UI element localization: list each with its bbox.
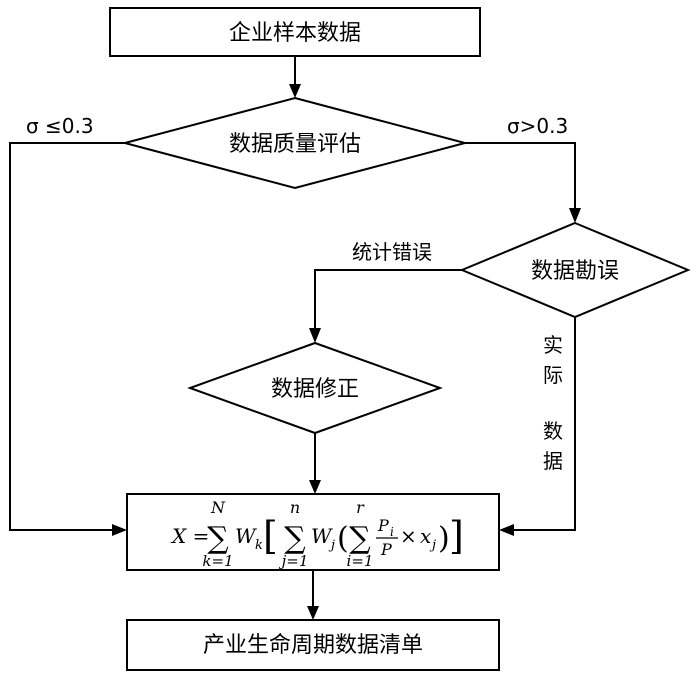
frac-num: P: [377, 516, 389, 535]
w-j-sub: j: [328, 538, 335, 553]
start-node-label: 企业样本数据: [229, 21, 361, 46]
end-node-label: 产业生命周期数据清单: [203, 633, 423, 658]
frac-num-sub: i: [390, 525, 394, 539]
formula-lhs: X =: [170, 524, 209, 548]
arrowhead: [569, 208, 581, 223]
sum1-symbol: ∑: [207, 521, 229, 556]
right-paren: ): [438, 521, 450, 556]
sum3-bottom: i=1: [347, 552, 374, 570]
start-node: [109, 7, 481, 57]
survey-node-label: 数据勘误: [531, 259, 619, 284]
assess-node-label: 数据质量评估: [229, 132, 361, 157]
left-bracket: [: [263, 514, 278, 558]
w-k: W: [235, 524, 257, 548]
sum1-top: N: [210, 498, 226, 517]
stat-error-label: 统计错误: [352, 240, 432, 264]
x-j: x: [420, 524, 431, 548]
edge-stat-error: [314, 269, 462, 330]
end-node: [126, 619, 500, 671]
actual-data-label-1: 实际: [543, 333, 563, 387]
right-bracket: ]: [449, 514, 464, 558]
times-sign: ×: [400, 524, 417, 548]
fix-node-label: 数据修正: [271, 377, 359, 402]
w-k-sub: k: [255, 538, 263, 553]
sum3-top: r: [356, 498, 365, 517]
low-sigma-label: σ ≤0.3: [26, 114, 94, 138]
high-sigma-label: σ>0.3: [507, 114, 568, 138]
arrowhead: [309, 480, 321, 494]
edge-low-sigma: [9, 142, 125, 531]
arrowhead: [309, 328, 321, 343]
sum2-top: n: [290, 498, 300, 517]
assess-node: [121, 96, 469, 190]
sum2-bottom: j=1: [279, 552, 309, 570]
arrowhead: [289, 84, 301, 98]
actual-data-label-2: 数据: [543, 419, 563, 473]
left-paren: (: [337, 521, 349, 556]
w-j: W: [311, 524, 333, 548]
sum3-symbol: ∑: [349, 521, 371, 556]
frac-den: P: [380, 540, 392, 559]
sum2-symbol: ∑: [284, 521, 306, 556]
arrowhead: [499, 524, 514, 536]
x-j-sub: j: [429, 538, 436, 553]
formula-node: [126, 493, 500, 571]
sum1-bottom: k=1: [202, 552, 233, 570]
edge-high-sigma: [465, 142, 576, 210]
arrowhead: [307, 606, 319, 620]
edge-actual-data: [511, 317, 576, 531]
formula: X = N ∑ k=1 W k [ n ∑ j=1 W j ( r ∑ i=1 …: [170, 498, 464, 570]
arrowhead: [112, 524, 127, 536]
